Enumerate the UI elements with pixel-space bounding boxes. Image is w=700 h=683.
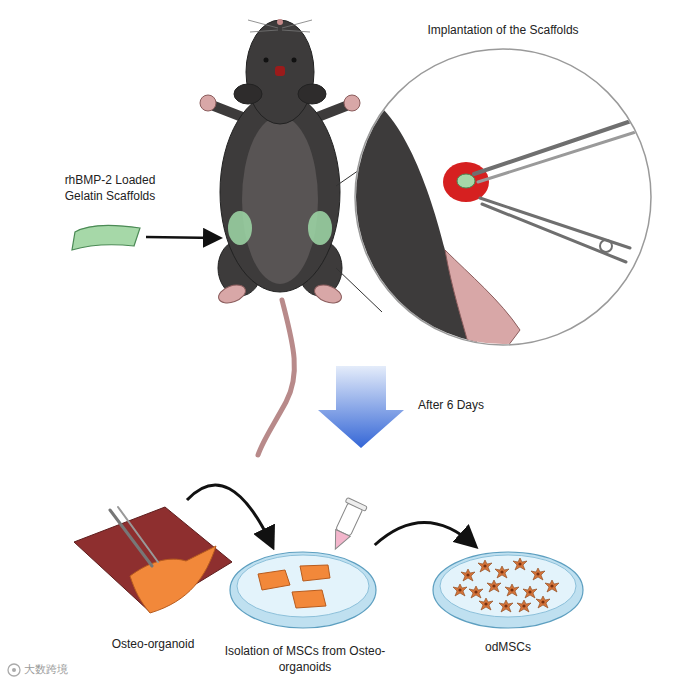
organoid-box: Osteo-organoid — [68, 500, 238, 652]
micro-tube-part — [345, 497, 367, 511]
watermark-logo-part — [8, 664, 20, 676]
petri-dish-cells-part — [545, 580, 559, 592]
node-label: rhBMP-2 Loaded Gelatin Scaffolds — [45, 172, 175, 204]
dish-box: Isolation of MSCs from Osteo-organoids — [222, 545, 388, 675]
petri-dish-part — [258, 570, 290, 590]
micro-tube-part — [328, 529, 350, 552]
petri-dish-part — [230, 552, 376, 628]
petri-dish-cells-part — [523, 586, 537, 598]
petri-dish-cells-part — [531, 568, 545, 580]
zoom-illustration-part-part — [457, 174, 475, 188]
mouse-illustration-part — [200, 95, 216, 111]
petri-dish-part — [237, 555, 369, 617]
petri-dish-cells-part — [469, 586, 483, 598]
curved-arrow — [375, 523, 474, 546]
mouse-illustration-part — [292, 58, 297, 63]
mouse-illustration-part — [258, 300, 294, 455]
petri-dish-cells-part — [433, 552, 583, 628]
mouse-illustration-part — [336, 268, 382, 312]
micro-tube — [325, 497, 367, 553]
zoom-illustration-part — [350, 90, 642, 350]
mouse-illustration-part — [248, 20, 278, 28]
mouse-illustration-part — [250, 30, 278, 32]
petri-dish-cells-part — [495, 566, 509, 578]
petri-dish-cells-part — [536, 596, 550, 608]
petri-dish-cells — [433, 552, 583, 628]
petri-dish-cells-part — [505, 584, 519, 596]
mouse-illustration-part — [264, 58, 269, 63]
watermark-logo — [8, 664, 20, 676]
mouse-illustration-part — [344, 95, 360, 111]
petri-dish-cells-part — [517, 600, 531, 612]
scaffold-illustration-part — [72, 225, 140, 250]
petri-dish — [230, 552, 376, 628]
mouse-illustration-part — [298, 84, 326, 104]
petri-dish-part — [300, 565, 330, 581]
mouse-illustration-part — [277, 19, 283, 25]
mouse-illustration-part — [282, 20, 312, 28]
petri-dish-cells-part — [487, 580, 501, 592]
mouse-illustration-part — [228, 211, 252, 245]
organoid-illustration — [74, 507, 232, 613]
scaffold-label-box: rhBMP-2 Loaded Gelatin Scaffolds — [45, 172, 175, 220]
zoom-illustration-part-part — [482, 204, 626, 262]
mouse-illustration-part — [312, 282, 344, 307]
zoom-illustration-part-part — [478, 130, 642, 182]
down-arrow — [318, 366, 404, 448]
mouse-illustration-part — [246, 20, 314, 124]
scaffold-illustration-part — [146, 237, 218, 238]
petri-dish-part — [292, 590, 326, 608]
mouse-illustration-part — [282, 30, 310, 32]
curved-arrow — [187, 485, 272, 545]
node-label: Isolation of MSCs from Osteo-organoids — [222, 643, 388, 675]
node-label: Implantation of the Scaffolds — [340, 22, 666, 38]
petri-dish-cells-part — [478, 560, 492, 572]
down-arrow-part — [318, 366, 404, 448]
mouse-illustration-part — [275, 66, 285, 76]
time-label: After 6 Days — [418, 398, 484, 414]
petri-dish-cells-part — [513, 558, 527, 570]
organoid-illustration-part — [110, 510, 152, 566]
cells-dish-box: odMSCs — [423, 545, 593, 655]
zoom-circle: Implantation of the Scaffolds — [340, 22, 666, 352]
zoom-illustration-part-part — [474, 118, 640, 174]
organoid-illustration-part — [74, 507, 232, 612]
petri-dish-cells-part — [479, 598, 493, 610]
node-label: odMSCs — [423, 639, 593, 655]
organoid-illustration-part — [118, 507, 158, 562]
zoom-illustration — [350, 49, 651, 350]
petri-dish-cells-part — [440, 555, 576, 617]
watermark: 大数跨境 — [24, 662, 68, 676]
zoom-illustration-part-part — [445, 250, 520, 350]
node-label: Osteo-organoid — [68, 636, 238, 652]
mouse-illustration-part — [234, 84, 262, 104]
watermark-logo-part — [12, 668, 16, 672]
petri-dish-cells-part — [461, 569, 475, 581]
mouse-illustration-part — [216, 282, 248, 307]
petri-dish-cells-part — [453, 584, 467, 596]
petri-dish-cells-part — [499, 600, 513, 612]
mouse-illustration-part — [242, 116, 318, 284]
zoom-illustration-part-part — [600, 240, 612, 252]
mouse-illustration-part — [308, 211, 332, 245]
scaffold-illustration — [72, 225, 218, 250]
